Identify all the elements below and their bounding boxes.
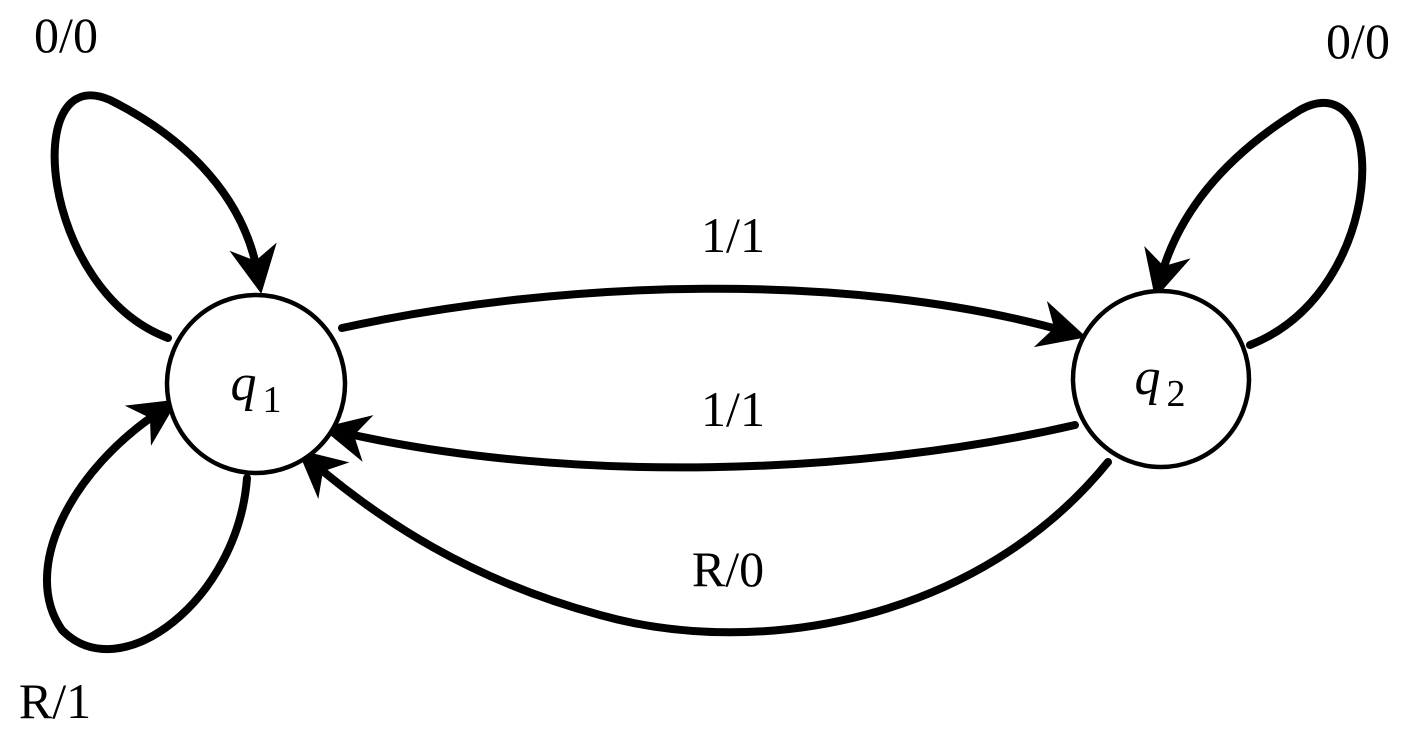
edge-q1-self-bottom xyxy=(43,399,251,654)
label-q2-to-q1: 1/1 xyxy=(701,381,765,437)
label-q1-to-q2: 1/1 xyxy=(701,207,765,263)
state-q2-circle xyxy=(1070,288,1252,470)
state-q1-circle xyxy=(164,292,348,476)
edge-q2-to-q1-reset xyxy=(297,449,1112,637)
label-q2-to-q1-reset: R/0 xyxy=(692,541,764,597)
edge-q2-self xyxy=(1144,98,1367,349)
state-q2-subscript: 2 xyxy=(1167,373,1186,415)
label-q2-self: 0/0 xyxy=(1326,13,1390,69)
edge-q1-self-top xyxy=(50,91,277,342)
label-q1-self-top: 0/0 xyxy=(34,7,98,63)
state-q2-letter: q xyxy=(1135,349,1161,406)
edge-q2-to-q1 xyxy=(321,415,1079,472)
edge-q1-to-q2 xyxy=(338,284,1087,348)
state-q1-subscript: 1 xyxy=(263,379,282,421)
state-q1-letter: q xyxy=(231,355,257,412)
label-q1-self-bottom: R/1 xyxy=(19,673,91,729)
